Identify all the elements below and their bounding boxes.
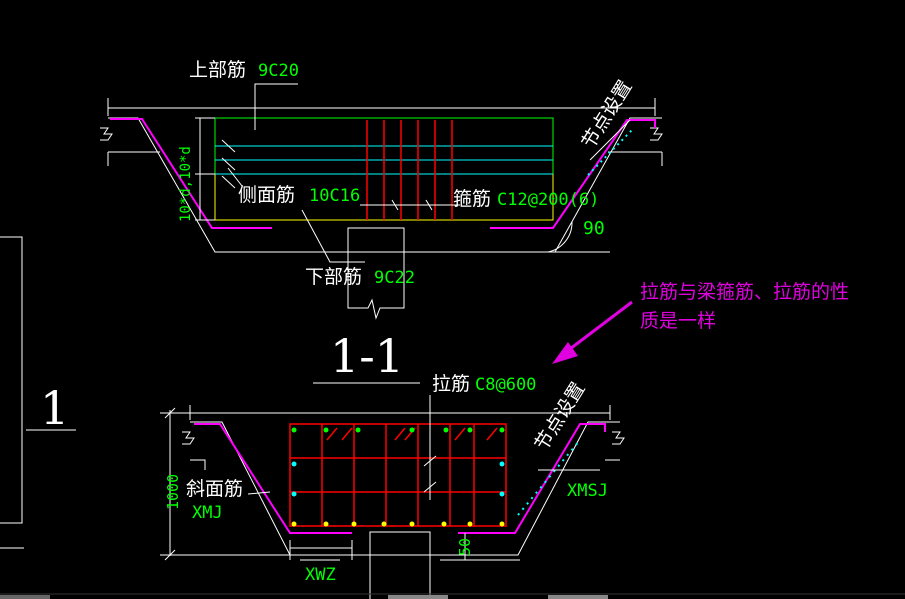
annotation-line-1: 拉筋与梁箍筋、拉筋的性 — [640, 281, 849, 303]
bottom-break-left — [182, 431, 195, 445]
top-slope-rebar-left — [110, 118, 272, 229]
slope-rebar-leader — [247, 491, 271, 495]
stirrup-value: C12@200(6) — [497, 190, 599, 210]
bottom-strip-segment-3 — [548, 595, 608, 599]
bottom-pit-step-left — [190, 459, 206, 470]
annotation-line-2: 质是一样 — [640, 310, 716, 332]
slope-rebar-label: 斜面筋 — [186, 478, 243, 500]
height-dim-lines — [160, 407, 290, 561]
top-slope-rebar-right — [490, 119, 656, 229]
side-rebar-leader — [227, 167, 243, 187]
bottom-column — [369, 531, 431, 599]
top-rebar-label: 上部筋 — [189, 59, 246, 81]
bottom-slope-rebar-right — [458, 423, 606, 534]
xmsj-text: XMSJ — [567, 481, 608, 501]
side-rebar-label: 侧面筋 — [238, 184, 295, 206]
top-rebar-leader — [254, 83, 298, 130]
tie-tick-1 — [423, 455, 437, 467]
angle-value: 90 — [583, 218, 605, 239]
bottom-break-right — [612, 431, 625, 445]
tie-value: C8@600 — [475, 375, 536, 395]
top-left-dim-text: 10*d,10*d — [178, 146, 194, 222]
node-dots-top — [587, 129, 633, 176]
bottom-scrollbar-strip[interactable] — [0, 593, 905, 599]
tie-label: 拉筋 — [432, 373, 470, 395]
bottom-dim-text: 50 — [456, 538, 474, 556]
left-frame — [0, 236, 23, 524]
bottom-rebar-leader — [301, 209, 365, 263]
top-stirrup-dims — [360, 199, 460, 211]
bottom-beam-section — [160, 395, 625, 599]
bottom-slope-rebar-left — [194, 423, 352, 534]
bottom-strip-segment-2 — [388, 595, 448, 599]
annotation[interactable]: 拉筋与梁箍筋、拉筋的性 质是一样 — [552, 281, 849, 364]
left-side-mark: 1 — [0, 236, 76, 549]
bottom-pit-outline — [190, 421, 620, 556]
top-stirrups — [366, 120, 453, 220]
node-leader-top — [589, 119, 631, 161]
top-rebar-value: 9C20 — [258, 61, 299, 81]
angle-arc — [547, 221, 573, 253]
top-break-left — [100, 127, 113, 141]
bottom-rebar-value: 9C22 — [374, 268, 415, 288]
side-rebar-value: 10C16 — [309, 186, 360, 206]
top-beam-section — [100, 83, 663, 320]
height-dim-text: 1000 — [164, 474, 182, 510]
stirrup-label: 箍筋 — [453, 188, 491, 210]
top-break-right — [650, 127, 663, 141]
section-mark: 1-1 — [313, 329, 420, 384]
side-mark-text: 1 — [40, 381, 69, 435]
bottom-strip-segment-1 — [0, 595, 50, 599]
slope-rebar-code: XMJ — [192, 503, 223, 523]
top-left-dims — [195, 117, 236, 221]
annotation-arrow-line — [565, 300, 633, 354]
tie-mesh — [289, 423, 507, 527]
top-column-below — [347, 227, 405, 320]
bottom-rebar-label: 下部筋 — [305, 266, 362, 288]
section-mark-text: 1-1 — [330, 329, 404, 383]
rebar-dots — [291, 427, 505, 527]
tie-tick-2 — [423, 481, 437, 493]
annotation-arrow-head — [552, 342, 578, 364]
xwz-text: XWZ — [305, 565, 336, 585]
